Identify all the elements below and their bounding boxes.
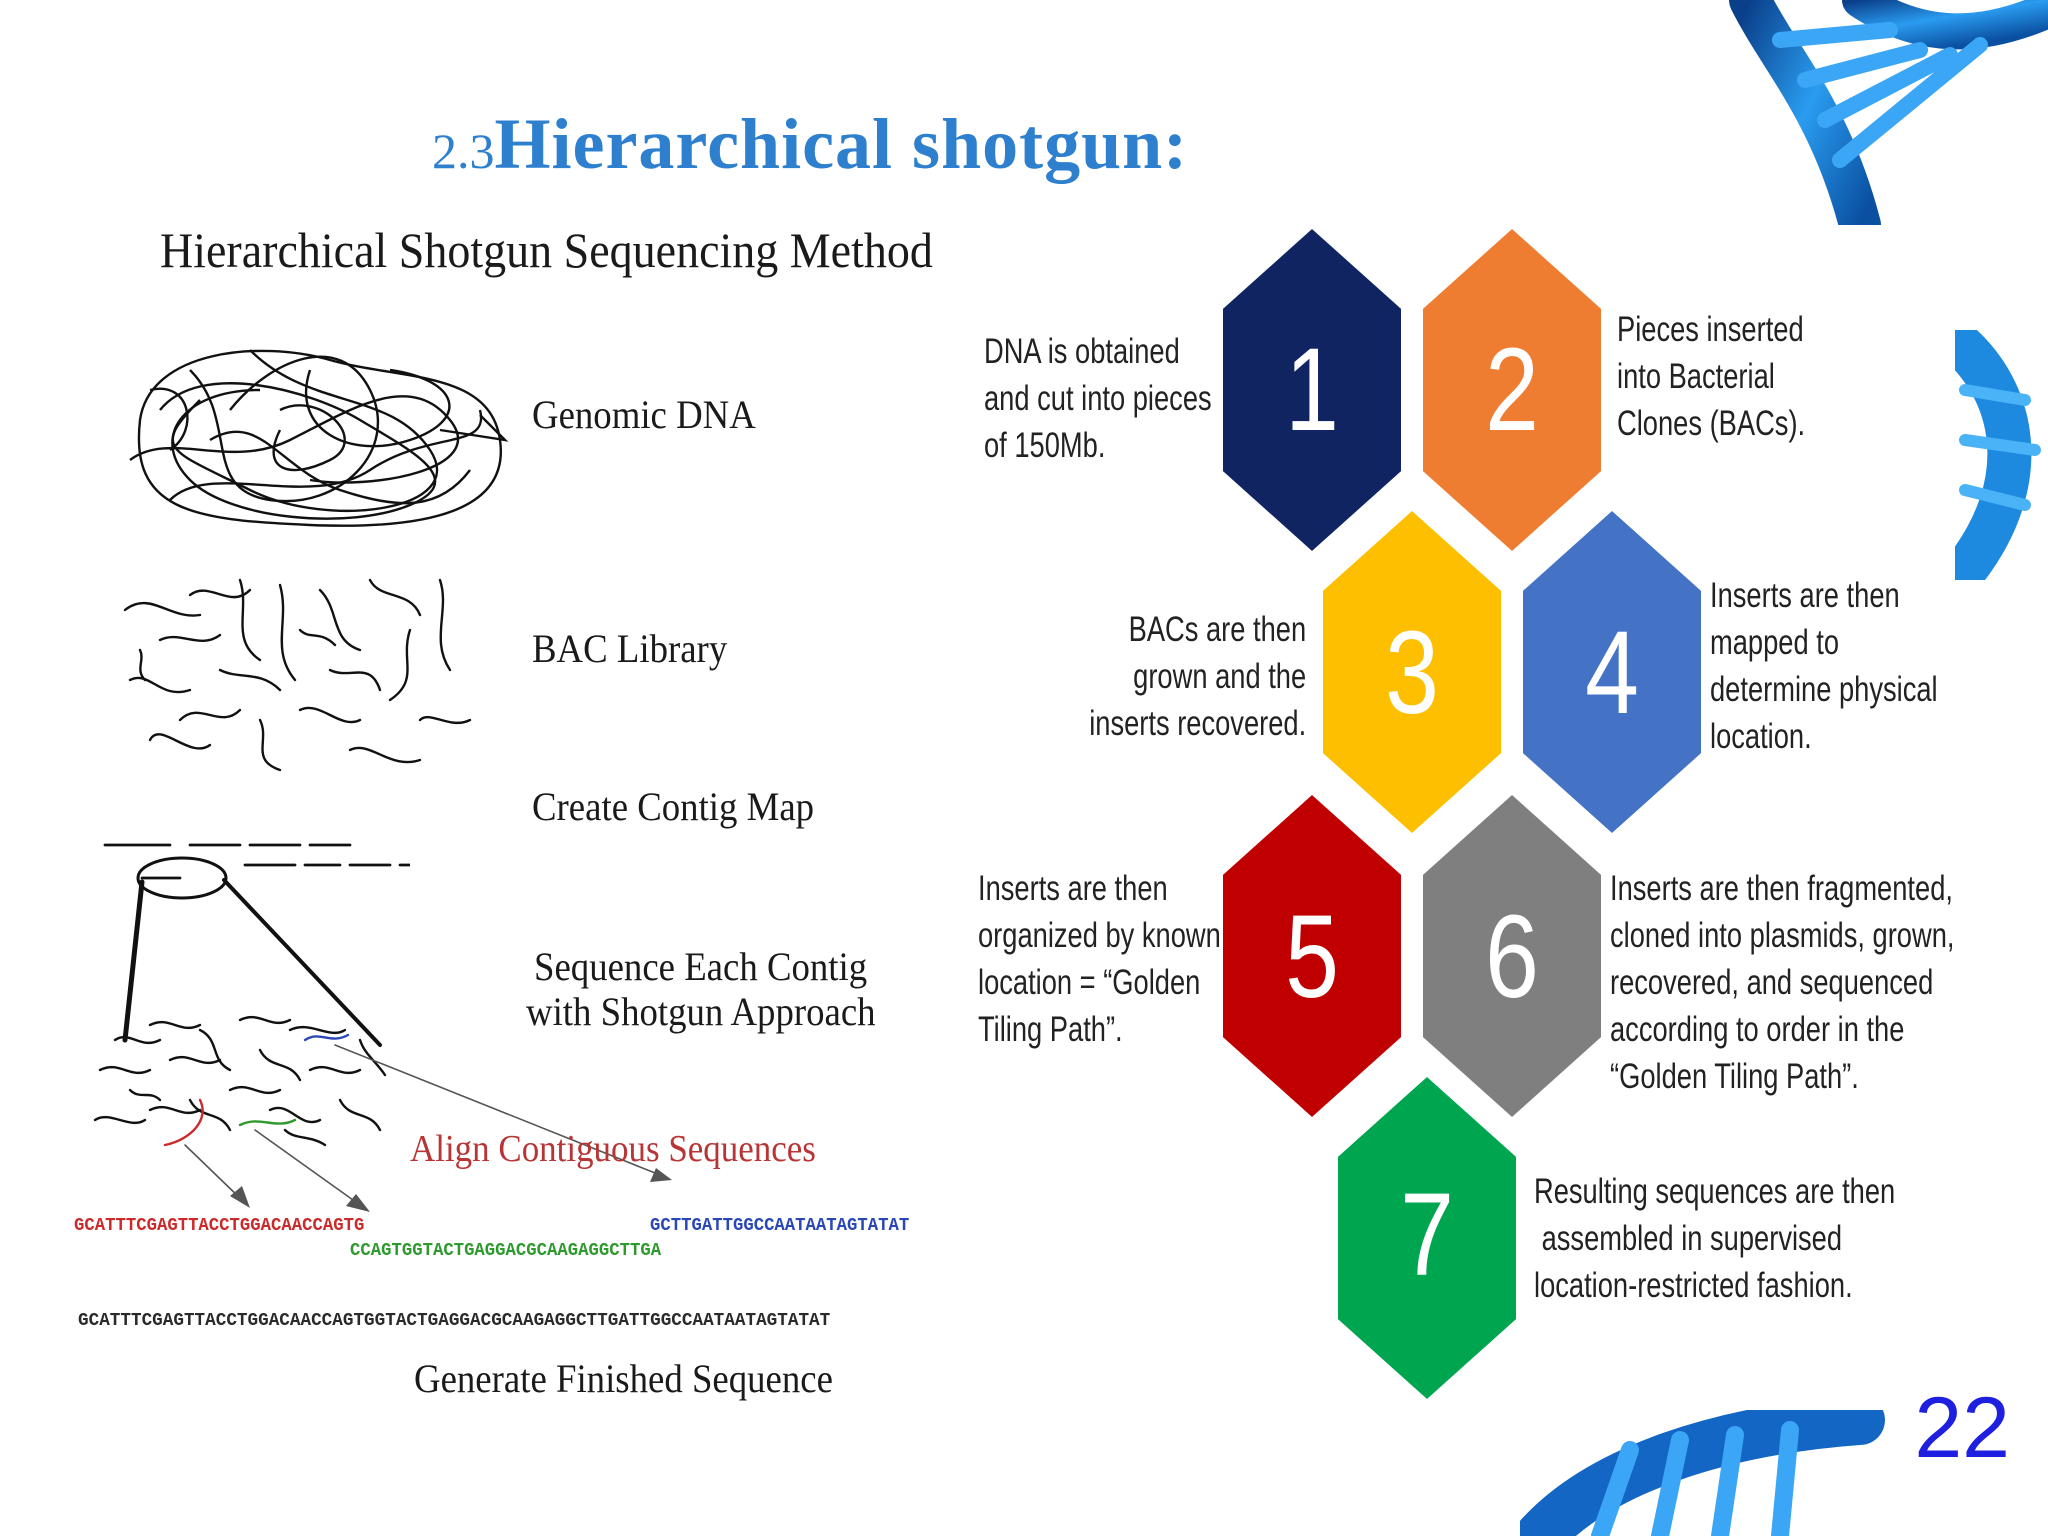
hexagon-step-2 — [1417, 225, 1607, 560]
diagram-title: Hierarchical Shotgun Sequencing Method — [160, 222, 933, 278]
hexagon-step-6 — [1417, 786, 1607, 1126]
hexagon-step-5 — [1217, 786, 1407, 1126]
bac-library-fragments-illustration — [123, 578, 472, 772]
step-text-5: Inserts are then organized by known loca… — [978, 869, 1221, 1049]
step-text-6: Inserts are then fragmented, cloned into… — [1610, 869, 1955, 1096]
hexagon-step-1 — [1217, 225, 1407, 560]
stage-label-sequence-contig-line2: with Shotgun Approach — [526, 989, 876, 1034]
dna-helix-decoration-bottom — [1520, 1410, 1885, 1536]
hexagon-step-3 — [1317, 502, 1507, 842]
stage-label-contig-map: Create Contig Map — [532, 784, 815, 829]
sequence-fragment-red: GCATTTCGAGTTACCTGGACAACCAGTG — [74, 1216, 365, 1236]
hexagon-step-4 — [1517, 502, 1707, 842]
dna-helix-decoration-right — [1955, 330, 2041, 580]
page-number: 22 — [1914, 1380, 2010, 1476]
stage-label-align-sequences: Align Contiguous Sequences — [410, 1128, 816, 1171]
step-number-6: 6 — [1485, 891, 1539, 1023]
stage-label-generate-finished: Generate Finished Sequence — [414, 1356, 833, 1401]
step-number-2: 2 — [1485, 324, 1539, 456]
align-label-text: Align Contiguous Sequences — [410, 1128, 816, 1170]
stage-label-bac-library: BAC Library — [532, 626, 728, 671]
genomic-dna-tangle-illustration — [129, 349, 509, 527]
slide-title-number: 2.3 — [432, 123, 495, 179]
dna-helix-decoration-top — [1729, 0, 2048, 225]
sequence-fragment-blue: GCTTGATTGGCCAATAATAGTATAT — [650, 1216, 910, 1236]
sequence-fragment-green: CCAGTGGTACTGAGGACGCAAGAGGCTTGA — [350, 1241, 662, 1261]
step-number-3: 3 — [1385, 607, 1439, 739]
step-text-3: BACs are then grown and the inserts reco… — [1089, 610, 1306, 743]
contig-map-shotgun-illustration — [103, 843, 410, 1047]
step-text-1: DNA is obtained and cut into pieces of 1… — [984, 332, 1212, 465]
finished-sequence: GCATTTCGAGTTACCTGGACAACCAGTGGTACTGAGGACG… — [78, 1310, 831, 1331]
slide-title: 2.3Hierarchical shotgun: — [432, 108, 1188, 180]
slide-title-colon: : — [1163, 104, 1189, 184]
step-hexagons — [1217, 225, 1707, 1408]
stage-label-sequence-contig-line1: Sequence Each Contig — [534, 944, 868, 989]
step-number-4: 4 — [1585, 607, 1639, 739]
step-number-7: 7 — [1400, 1169, 1454, 1301]
step-text-2: Pieces inserted into Bacterial Clones (B… — [1617, 310, 1806, 443]
slide-title-text: Hierarchical shotgun — [494, 104, 1164, 184]
stage-label-genomic-dna: Genomic DNA — [532, 392, 756, 437]
shotgun-fragments-illustration — [93, 1015, 672, 1212]
step-text-4: Inserts are then mapped to determine phy… — [1710, 576, 1938, 756]
step-number-1: 1 — [1285, 324, 1339, 456]
step-number-5: 5 — [1285, 891, 1339, 1023]
step-text-7: Resulting sequences are then assembled i… — [1534, 1172, 1896, 1305]
hexagon-step-7 — [1332, 1068, 1522, 1408]
